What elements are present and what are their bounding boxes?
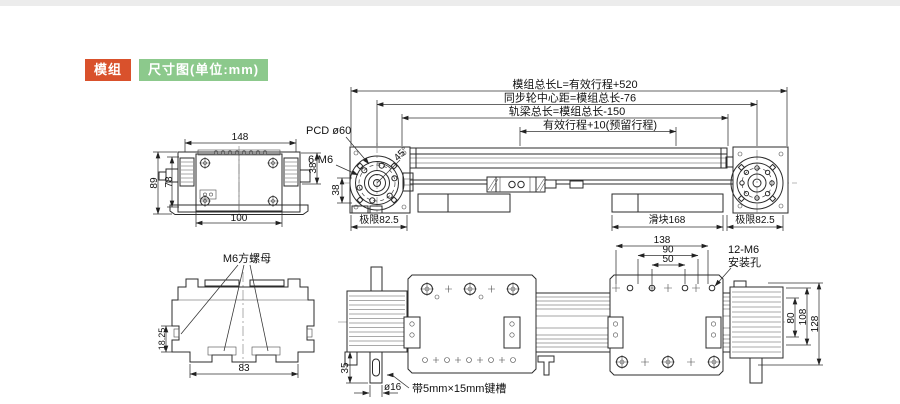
dim-total-length: 模组总长L=有效行程+520 (512, 77, 637, 91)
dim-90: 90 (662, 245, 674, 256)
side-view-bottom-dimensions: 极限82.5 滑块168 极限82.5 (350, 213, 784, 231)
end-view-dimensions: 148 89 78 38 100 (149, 132, 321, 227)
limit-sensor (486, 176, 584, 193)
dim-38-end: 38 (308, 162, 319, 174)
dim-35: 35 (340, 362, 351, 374)
module-plan-view: 138 90 50 12-M6 安装孔 80 (338, 235, 823, 397)
dim-limit-left: 极限82.5 (359, 213, 399, 226)
top-border (0, 0, 900, 6)
right-pulley-housing (725, 146, 789, 216)
mounting-hole-marks (612, 284, 721, 369)
dim-18-25: 18.25 (157, 328, 167, 351)
module-badge: 模组 (85, 59, 132, 81)
dim-shaft-diameter: ø16 (384, 382, 402, 393)
dim-stroke: 有效行程+10(预留行程) (543, 118, 657, 132)
mount-holes-label-2: 安装孔 (728, 255, 761, 269)
dim-50: 50 (662, 254, 674, 265)
sensor-bracket (537, 355, 555, 376)
corner-screw-marks (199, 157, 279, 207)
dim-138: 138 (654, 235, 671, 246)
right-drive-block (729, 280, 784, 384)
end-top-view: 148 89 78 38 100 (149, 132, 321, 227)
mount-holes-label-1: 12-M6 (728, 244, 759, 256)
dim-38-side: 38 (331, 184, 342, 196)
dim-limit-right: 极限82.5 (735, 213, 775, 226)
plan-top-dimensions: 138 90 50 12-M6 安装孔 (615, 235, 761, 287)
end-mounting-plate (607, 274, 724, 376)
dim-148: 148 (232, 132, 249, 143)
dim-83: 83 (238, 363, 250, 374)
bolt-count-label: 6-M6 (308, 154, 333, 166)
dim-pulley-center: 同步轮中心距=模组总长-76 (504, 91, 636, 105)
section-dimensions: 18.25 83 (157, 325, 299, 378)
nut-callout: M6方螺母 (180, 251, 271, 352)
keyway-slot (372, 358, 380, 377)
shaft-dimensions: 35 ø16 带5mm×15mm键槽 (340, 351, 506, 397)
module-side-view: 模组总长L=有效行程+520 同步轮中心距=模组总长-76 轨梁总长=模组总长-… (306, 77, 797, 231)
square-nut-label: M6方螺母 (223, 251, 271, 265)
left-drive-block (344, 266, 408, 384)
dim-slider: 滑块168 (649, 214, 686, 226)
dim-108: 108 (798, 308, 809, 325)
plan-right-dimensions: 80 108 128 (758, 282, 823, 366)
pcd-label: PCD ø60 (306, 125, 351, 137)
title-badge: 尺寸图(单位:mm) (139, 59, 269, 81)
dim-89: 89 (149, 177, 160, 189)
dim-100: 100 (231, 213, 248, 224)
dim-rail-length: 轨梁总长=模组总长-150 (509, 104, 625, 118)
side-view-top-dimensions: 模组总长L=有效行程+520 同步轮中心距=模组总长-76 轨梁总长=模组总长-… (350, 77, 788, 146)
dim-80: 80 (786, 312, 797, 324)
slider-plate (403, 274, 537, 374)
slider-screws (420, 282, 520, 363)
dim-128: 128 (810, 315, 821, 332)
left-pulley-housing (349, 143, 414, 217)
dim-78: 78 (164, 176, 175, 188)
keyway-label: 带5mm×15mm键槽 (412, 381, 506, 395)
rail-cross-section: M6方螺母 18.25 83 (157, 251, 315, 378)
